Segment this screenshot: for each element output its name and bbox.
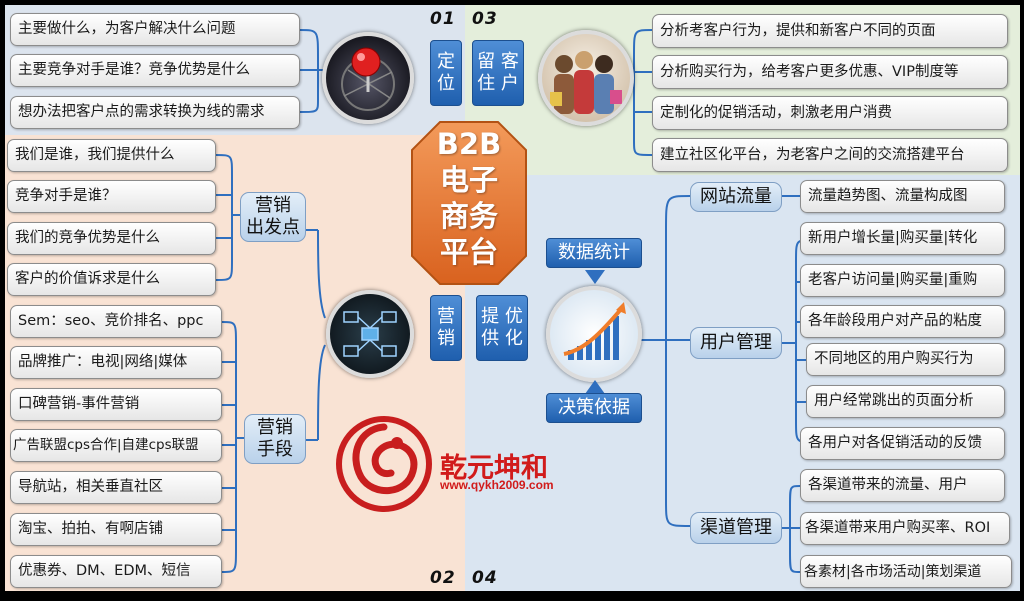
arrow-down-icon <box>585 270 605 284</box>
traffic-item-1: 流量趋势图、流量构成图 <box>800 180 1005 213</box>
section-number-04: 04 <box>472 568 498 588</box>
channels-item-3: 各素材|各市场活动|策划渠道 <box>800 555 1012 588</box>
marketing-method-item-2: 品牌推广：电视|网络|媒体 <box>10 346 222 379</box>
center-title-line4: 平台 <box>439 235 498 269</box>
marketing-method-item-4: 广告联盟cps合作|自建cps联盟 <box>10 429 222 462</box>
marketing-origin-label[interactable]: 营销 出发点 <box>240 192 306 242</box>
positioning-item-1: 主要做什么，为客户解决什么问题 <box>10 13 300 46</box>
data-statistics-label[interactable]: 数据统计 <box>546 238 642 268</box>
center-title: B2B 电子 商务 平台 <box>410 126 528 270</box>
marketing-method-item-6: 淘宝、拍拍、有啊店铺 <box>10 513 222 546</box>
growth-chart-icon <box>546 286 642 382</box>
users-item-1: 新用户增长量|购买量|转化 <box>800 222 1005 255</box>
retention-item-3: 定制化的促销活动，刺激老用户消费 <box>652 96 1008 130</box>
marketing-origin-item-2: 竞争对手是谁？ <box>7 180 216 213</box>
channels-item-2: 各渠道带来用户购买率、ROI <box>800 512 1010 545</box>
positioning-item-2: 主要竞争对手是谁？竞争优势是什么 <box>10 54 300 87</box>
section-number-01: 01 <box>430 9 456 29</box>
center-octagon <box>411 121 527 285</box>
users-label[interactable]: 用户管理 <box>690 327 782 359</box>
map-pin-icon <box>322 32 414 124</box>
dragon-logo-icon <box>336 416 432 512</box>
users-item-2: 老客户访问量|购买量|重购 <box>800 264 1005 297</box>
optimization-hub[interactable]: 提 优 供 化 <box>476 295 528 361</box>
logo-name: 乾元坤和 <box>440 453 548 484</box>
users-item-6: 各用户对各促销活动的反馈 <box>800 427 1005 460</box>
center-title-line2: 电子 <box>439 163 498 197</box>
logo-url[interactable]: www.qykh2009.com <box>440 478 554 492</box>
marketing-method-item-3: 口碑营销-事件营销 <box>10 388 222 421</box>
center-title-line1: B2B <box>436 127 502 161</box>
marketing-origin-item-4: 客户的价值诉求是什么 <box>7 263 216 296</box>
traffic-label[interactable]: 网站流量 <box>690 182 782 212</box>
marketing-method-item-1: Sem：seo、竞价排名、ppc <box>10 305 222 338</box>
retention-item-4: 建立社区化平台，为老客户之间的交流搭建平台 <box>652 138 1008 172</box>
shoppers-photo <box>538 30 634 126</box>
marketing-method-item-7: 优惠券、DM、EDM、短信 <box>10 555 222 588</box>
section-number-03: 03 <box>472 9 498 29</box>
retention-item-2: 分析购买行为，给考客户更多优惠、VIP制度等 <box>652 55 1008 89</box>
marketing-origin-item-3: 我们的竞争优势是什么 <box>7 222 216 255</box>
network-diagram-icon <box>326 290 414 378</box>
retention-hub[interactable]: 留 客 住 户 <box>472 40 524 106</box>
users-item-4: 不同地区的用户购买行为 <box>806 343 1005 376</box>
users-item-3: 各年龄段用户对产品的粘度 <box>800 305 1005 338</box>
center-title-line3: 商务 <box>439 199 498 233</box>
decision-basis-label[interactable]: 决策依据 <box>546 393 642 423</box>
marketing-method-item-5: 导航站，相关垂直社区 <box>10 471 222 504</box>
marketing-origin-item-1: 我们是谁，我们提供什么 <box>7 139 216 172</box>
marketing-method-label[interactable]: 营销 手段 <box>244 414 306 464</box>
marketing-hub[interactable]: 营 销 <box>430 295 462 361</box>
positioning-hub[interactable]: 定 位 <box>430 40 462 106</box>
channels-item-1: 各渠道带来的流量、用户 <box>800 469 1005 502</box>
channels-label[interactable]: 渠道管理 <box>690 512 782 544</box>
arrow-up-icon <box>585 380 605 394</box>
positioning-item-3: 想办法把客户点的需求转换为线的需求 <box>10 96 300 129</box>
retention-item-1: 分析考客户行为，提供和新客户不同的页面 <box>652 14 1008 48</box>
users-item-5: 用户经常跳出的页面分析 <box>806 385 1005 418</box>
section-number-02: 02 <box>430 568 456 588</box>
